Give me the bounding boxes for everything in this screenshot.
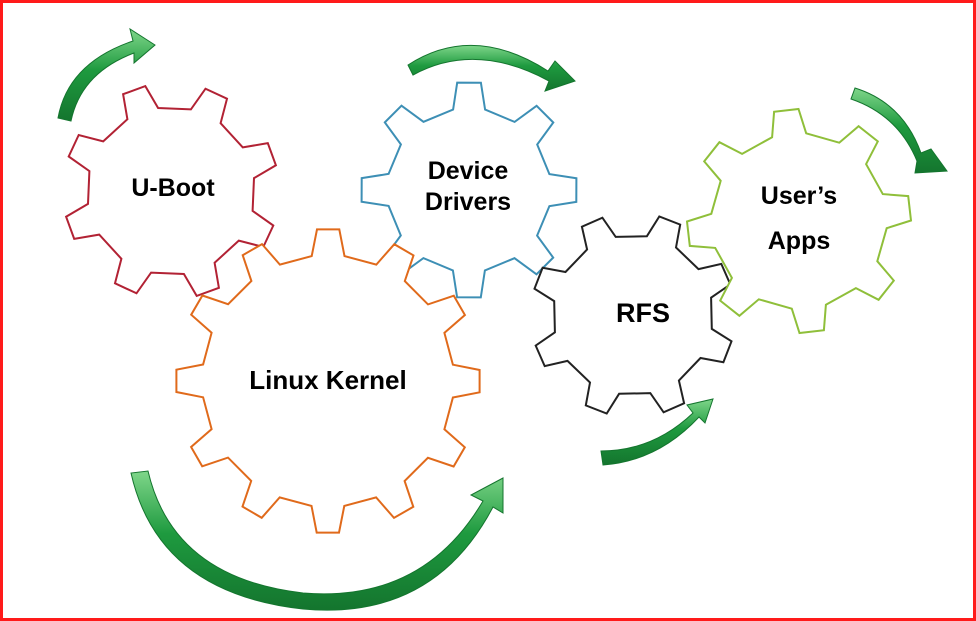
boot-sequence-diagram: U-Boot Device Drivers Linux Kernel RFS U…	[57, 27, 948, 611]
linux-kernel-gear	[175, 228, 481, 534]
users-apps-label-line2: Apps	[768, 227, 831, 255]
arrow-uboot-icon	[57, 27, 156, 122]
gear-labels: U-Boot Device Drivers Linux Kernel RFS U…	[131, 157, 837, 395]
arrow-kernel-icon	[130, 470, 504, 611]
device-drivers-label-line1: Device	[428, 157, 509, 185]
rfs-label: RFS	[616, 298, 670, 328]
arrow-drivers-icon	[407, 44, 576, 92]
device-drivers-gear	[360, 81, 578, 299]
linux-kernel-label: Linux Kernel	[249, 365, 406, 395]
gear-group	[64, 81, 913, 534]
users-apps-gear	[685, 107, 913, 335]
rfs-gear	[533, 215, 733, 415]
users-apps-label-line1: User’s	[761, 182, 837, 210]
arrow-apps-icon	[850, 87, 948, 174]
arrow-rfs-icon	[600, 398, 714, 466]
device-drivers-label-line2: Drivers	[425, 188, 511, 216]
uboot-gear	[64, 84, 278, 298]
uboot-label: U-Boot	[131, 174, 215, 202]
rotation-arrows	[57, 27, 948, 611]
